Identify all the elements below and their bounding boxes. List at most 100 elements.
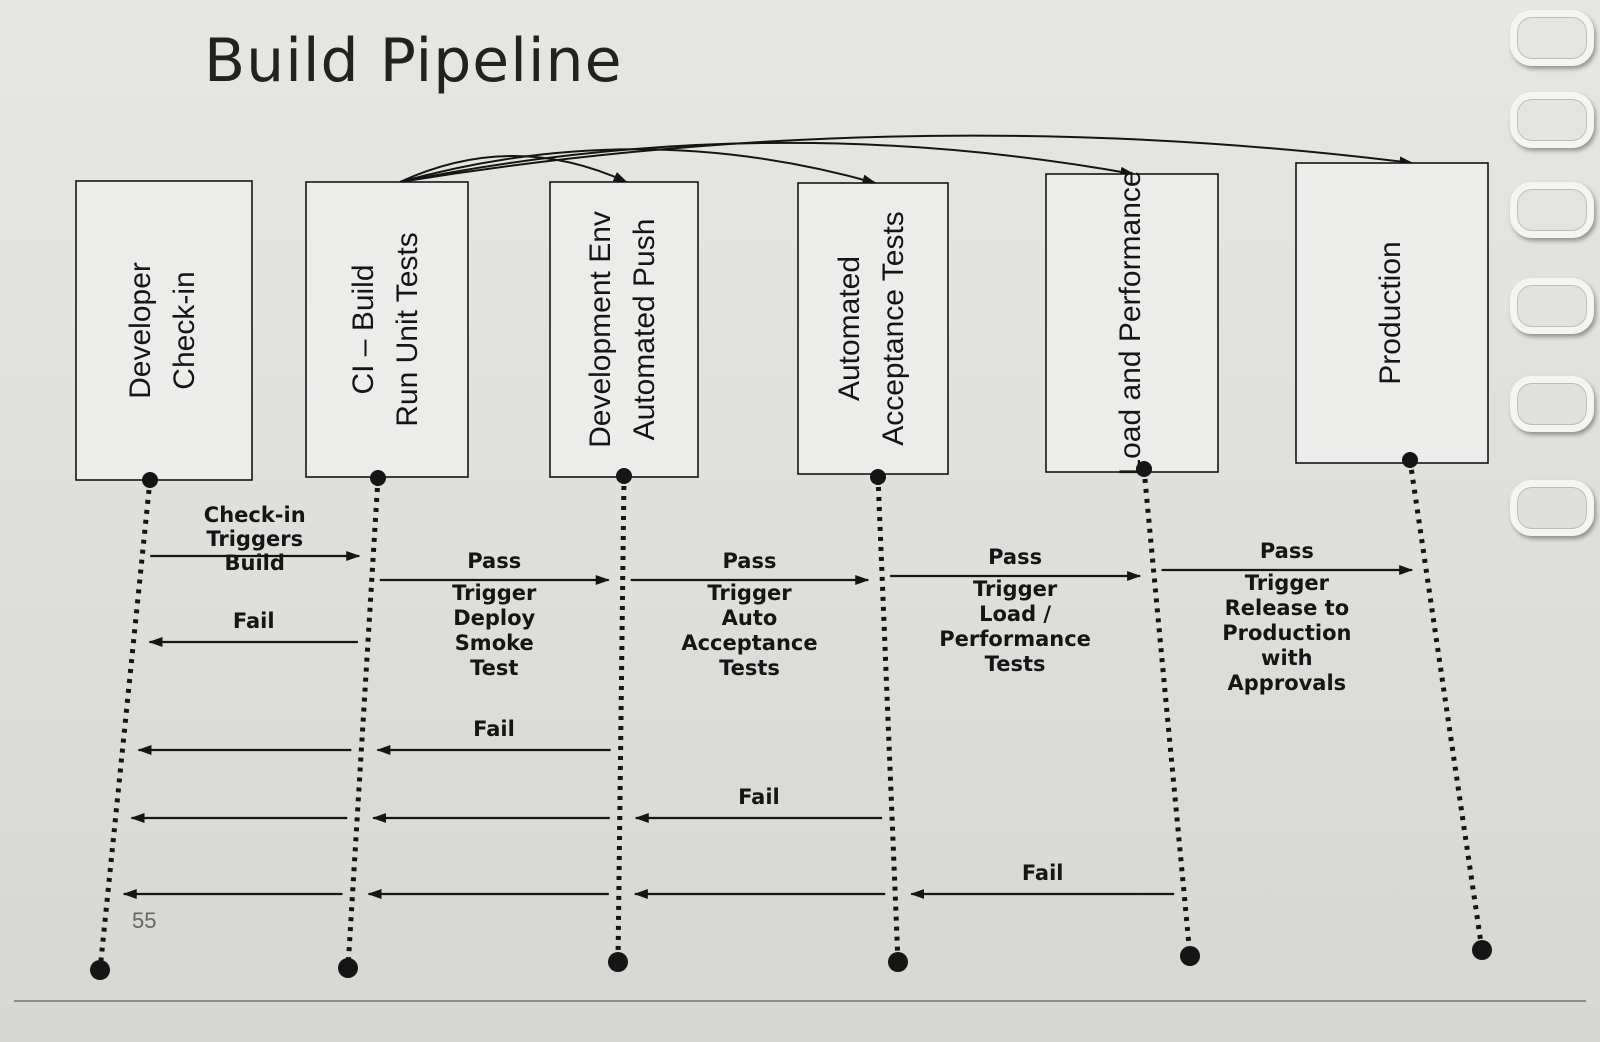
flow-label: Production bbox=[1222, 621, 1351, 645]
flow-label: Check-in bbox=[204, 503, 306, 527]
stage-label: Development Env bbox=[584, 211, 617, 448]
stage-box bbox=[1045, 173, 1219, 473]
flow-label: Pass bbox=[722, 549, 776, 573]
flow-label: Release to bbox=[1225, 596, 1350, 620]
flow-label: Trigger bbox=[973, 577, 1058, 601]
flow-label: Triggers bbox=[206, 527, 303, 551]
flow-label: Performance bbox=[939, 627, 1091, 651]
binding-ring bbox=[1510, 182, 1594, 238]
flow-label: Test bbox=[470, 656, 518, 680]
lifeline-start-dot bbox=[616, 468, 632, 484]
binding-ring bbox=[1510, 480, 1594, 536]
lifeline-end-dot bbox=[888, 952, 908, 972]
lifeline-start-dot bbox=[1136, 461, 1152, 477]
page-title: Build Pipeline bbox=[204, 26, 623, 96]
flow-label: with bbox=[1261, 646, 1313, 670]
stage-box bbox=[1295, 162, 1489, 464]
flow-arrows: Check-inTriggersBuildFailPassTriggerDepl… bbox=[122, 503, 1414, 899]
spiral-binding bbox=[1500, 0, 1600, 1042]
stage-label: Load and Performance bbox=[1114, 170, 1147, 475]
lifeline-end-dot bbox=[1180, 946, 1200, 966]
overhead-arrow bbox=[399, 148, 877, 185]
lifeline-start-dot bbox=[1402, 452, 1418, 468]
flow-label: Fail bbox=[1022, 861, 1064, 885]
lifeline-start-dot bbox=[142, 472, 158, 488]
overhead-arrow bbox=[399, 134, 1414, 183]
lifeline-production bbox=[1402, 452, 1492, 960]
stage-box bbox=[549, 181, 699, 478]
flow-label: Pass bbox=[988, 545, 1042, 569]
lifeline-dots bbox=[97, 479, 153, 971]
lifeline-dev-checkin bbox=[90, 472, 158, 980]
flow-label: Trigger bbox=[1245, 571, 1330, 595]
stage-label: Automated Push bbox=[628, 219, 661, 441]
lifeline-dots bbox=[615, 475, 627, 963]
lifeline-acceptance bbox=[870, 469, 908, 972]
flow-label: Deploy bbox=[453, 606, 535, 630]
stage-label: Check-in bbox=[168, 271, 201, 389]
page-number: 55 bbox=[132, 908, 157, 933]
stage-box bbox=[75, 180, 253, 481]
flow-label: Fail bbox=[233, 609, 275, 633]
stage-ci-build: CI – Build Run Unit Tests bbox=[305, 181, 469, 478]
stage-dev-env: Development Env Automated Push bbox=[549, 181, 699, 478]
lifeline-start-dot bbox=[370, 470, 386, 486]
flow-label: Auto bbox=[722, 606, 778, 630]
flow-label: Fail bbox=[473, 717, 515, 741]
flow-label: Build bbox=[225, 551, 285, 575]
stage-dev-checkin: Developer Check-in bbox=[75, 180, 253, 481]
flow-back-4-0: Fail bbox=[122, 861, 1175, 899]
lifelines bbox=[90, 452, 1492, 980]
stage-box bbox=[797, 182, 949, 475]
stage-label: Developer bbox=[124, 262, 157, 399]
flow-back-2-0: Fail bbox=[137, 717, 611, 755]
flow-label: Tests bbox=[719, 656, 780, 680]
lifeline-end-dot bbox=[1472, 940, 1492, 960]
lifeline-end-dot bbox=[338, 958, 358, 978]
stage-label: Production bbox=[1374, 241, 1407, 384]
lifeline-dots bbox=[875, 476, 901, 963]
flow-label: Pass bbox=[1260, 539, 1314, 563]
slide-sheet: Build Pipeline bbox=[14, 0, 1586, 1002]
lifeline-start-dot bbox=[870, 469, 886, 485]
overhead-arrow bbox=[399, 155, 628, 183]
lifeline-end-dot bbox=[608, 952, 628, 972]
flow-label: Pass bbox=[467, 549, 521, 573]
flow-label: Fail bbox=[738, 785, 780, 809]
stage-label: Acceptance Tests bbox=[877, 211, 910, 446]
binding-ring bbox=[1510, 92, 1594, 148]
binding-ring bbox=[1510, 10, 1594, 66]
flow-back-1-0: Fail bbox=[148, 609, 358, 647]
overhead-connections bbox=[399, 134, 1414, 185]
lifeline-dev-env bbox=[608, 468, 632, 972]
stage-label: CI – Build bbox=[347, 264, 380, 394]
flow-label: Approvals bbox=[1228, 671, 1347, 695]
lifeline-dots bbox=[345, 477, 381, 969]
flow-label: Trigger bbox=[452, 581, 537, 605]
flow-back-3-0: Fail bbox=[130, 785, 883, 823]
lifeline-ci-build bbox=[338, 470, 386, 978]
flow-label: Smoke bbox=[455, 631, 534, 655]
stage-production: Production bbox=[1295, 162, 1489, 464]
stage-boxes: Developer Check-in CI – Build Run Unit Test… bbox=[75, 162, 1489, 481]
flow-label: Tests bbox=[985, 652, 1046, 676]
stage-box bbox=[305, 181, 469, 478]
stage-load-perf: Load and Performance bbox=[1045, 170, 1219, 476]
lifeline-load-perf bbox=[1136, 461, 1200, 966]
binding-ring bbox=[1510, 278, 1594, 334]
flow-label: Trigger bbox=[707, 581, 792, 605]
lifeline-dots bbox=[1141, 468, 1193, 957]
flow-label: Load / bbox=[979, 602, 1051, 626]
binding-ring bbox=[1510, 376, 1594, 432]
flow-label: Acceptance bbox=[681, 631, 817, 655]
overhead-arrow bbox=[399, 141, 1135, 183]
stage-label: Run Unit Tests bbox=[391, 232, 424, 427]
